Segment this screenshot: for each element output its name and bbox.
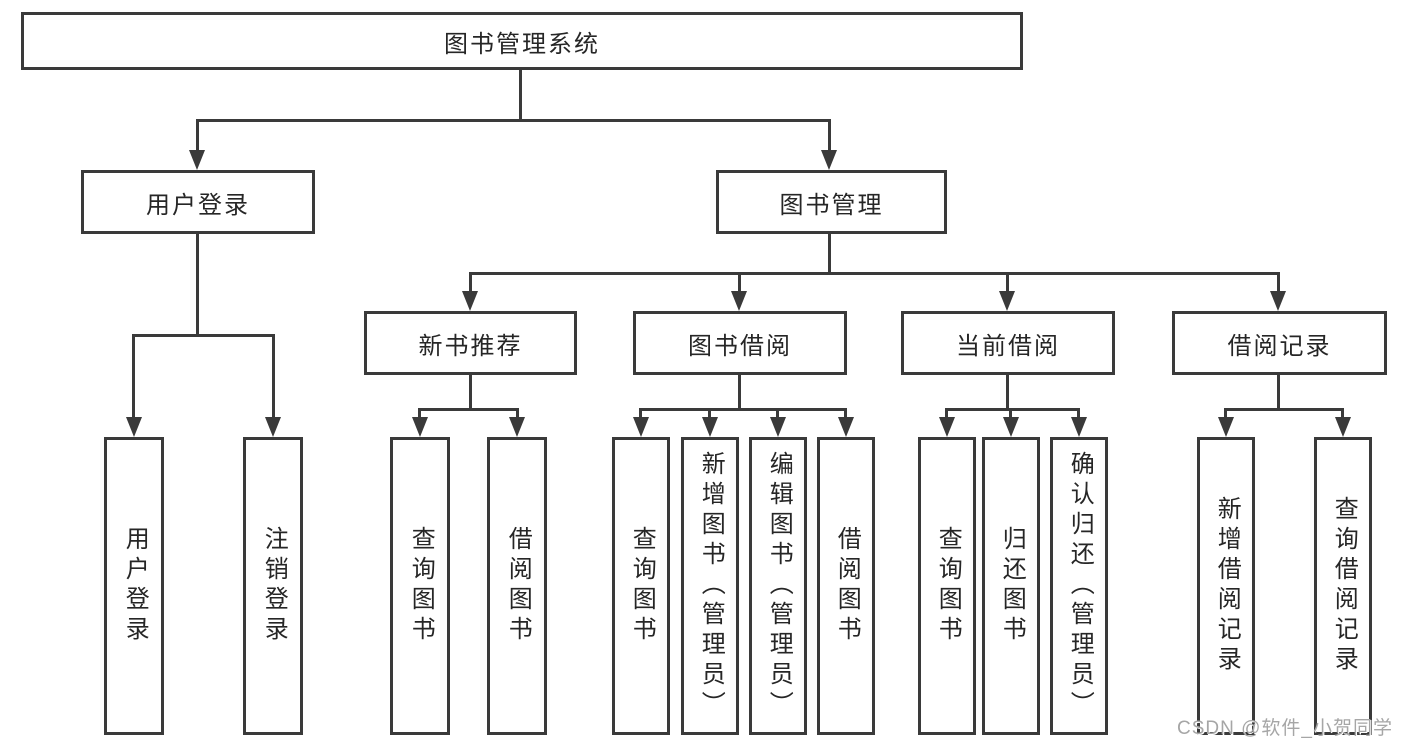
connector-line <box>1224 408 1344 411</box>
arrow-down-icon <box>126 417 142 437</box>
connector-line <box>1224 408 1227 424</box>
leaf-add-book-admin-label: 新增图书（管理员） <box>697 451 725 721</box>
connector-line <box>828 234 831 275</box>
connector-line <box>1009 408 1012 424</box>
node-borrow-records-label: 借阅记录 <box>1227 332 1332 360</box>
node-new-book-recommend-label: 新书推荐 <box>418 332 523 360</box>
connector-line <box>196 234 199 337</box>
connector-line <box>516 408 519 424</box>
node-user-login: 用户登录 <box>81 170 315 234</box>
connector-line <box>132 334 275 337</box>
connector-line <box>469 272 1279 275</box>
leaf-query-book-1: 查询图书 <box>390 437 450 735</box>
connector-line <box>639 408 642 424</box>
leaf-add-borrow-record: 新增借阅记录 <box>1197 437 1255 735</box>
node-borrow-records: 借阅记录 <box>1172 311 1387 375</box>
leaf-logout: 注销登录 <box>243 437 303 735</box>
node-root-label: 图书管理系统 <box>444 30 600 58</box>
leaf-query-book-3-label: 查询图书 <box>934 526 962 646</box>
connector-line <box>519 70 522 122</box>
leaf-query-book-2: 查询图书 <box>612 437 670 735</box>
connector-line <box>945 408 1080 411</box>
arrow-down-icon <box>412 417 428 437</box>
leaf-confirm-return-admin: 确认归还（管理员） <box>1050 437 1108 735</box>
connector-line <box>1277 375 1280 411</box>
leaf-edit-book-admin: 编辑图书（管理员） <box>749 437 807 735</box>
connector-line <box>469 375 472 411</box>
node-book-borrow-label: 图书借阅 <box>688 332 792 360</box>
connector-line <box>639 408 847 411</box>
leaf-add-book-admin: 新增图书（管理员） <box>681 437 739 735</box>
arrow-down-icon <box>731 291 747 311</box>
leaf-logout-label: 注销登录 <box>260 526 288 646</box>
csdn-watermark: CSDN @软件_小贺同学 <box>1177 718 1393 739</box>
connector-line <box>1277 272 1280 296</box>
connector-line <box>844 408 847 424</box>
arrow-down-icon <box>633 417 649 437</box>
node-book-borrow: 图书借阅 <box>633 311 847 375</box>
arrow-down-icon <box>462 291 478 311</box>
arrow-down-icon <box>1270 291 1286 311</box>
leaf-user-login-label: 用户登录 <box>121 526 149 646</box>
arrow-down-icon <box>821 150 837 170</box>
leaf-query-borrow-record: 查询借阅记录 <box>1314 437 1372 735</box>
node-new-book-recommend: 新书推荐 <box>364 311 577 375</box>
leaf-query-book-3: 查询图书 <box>918 437 976 735</box>
connector-line <box>776 408 779 424</box>
arrow-down-icon <box>509 417 525 437</box>
arrow-down-icon <box>999 291 1015 311</box>
connector-line <box>738 375 741 411</box>
arrow-down-icon <box>1218 417 1234 437</box>
leaf-borrow-book-1-label: 借阅图书 <box>504 526 532 646</box>
connector-line <box>418 408 421 424</box>
leaf-borrow-book-2-label: 借阅图书 <box>833 526 861 646</box>
leaf-query-borrow-record-label: 查询借阅记录 <box>1330 496 1358 676</box>
connector-line <box>469 272 472 296</box>
leaf-confirm-return-admin-label: 确认归还（管理员） <box>1066 451 1094 721</box>
connector-line <box>1006 375 1009 411</box>
connector-line <box>1341 408 1344 424</box>
connector-line <box>1006 272 1009 296</box>
connector-line <box>708 408 711 424</box>
arrow-down-icon <box>265 417 281 437</box>
connector-line <box>132 334 135 422</box>
arrow-down-icon <box>838 417 854 437</box>
leaf-query-book-1-label: 查询图书 <box>407 526 435 646</box>
arrow-down-icon <box>1071 417 1087 437</box>
arrow-down-icon <box>770 417 786 437</box>
leaf-user-login: 用户登录 <box>104 437 164 735</box>
connector-line <box>945 408 948 424</box>
leaf-edit-book-admin-label: 编辑图书（管理员） <box>765 451 793 721</box>
leaf-query-book-2-label: 查询图书 <box>628 526 656 646</box>
node-current-borrow: 当前借阅 <box>901 311 1115 375</box>
connector-line <box>828 119 831 159</box>
leaf-return-book: 归还图书 <box>982 437 1040 735</box>
connector-line <box>272 334 275 422</box>
node-book-management: 图书管理 <box>716 170 947 234</box>
leaf-return-book-label: 归还图书 <box>998 526 1026 646</box>
leaf-add-borrow-record-label: 新增借阅记录 <box>1213 496 1241 676</box>
leaf-borrow-book-2: 借阅图书 <box>817 437 875 735</box>
connector-line <box>1077 408 1080 424</box>
arrow-down-icon <box>1003 417 1019 437</box>
connector-line <box>418 408 519 411</box>
arrow-down-icon <box>189 150 205 170</box>
arrow-down-icon <box>939 417 955 437</box>
arrow-down-icon <box>702 417 718 437</box>
node-current-borrow-label: 当前借阅 <box>956 332 1060 360</box>
connector-line <box>196 119 831 122</box>
node-user-login-label: 用户登录 <box>146 191 250 219</box>
connector-line <box>738 272 741 296</box>
node-root: 图书管理系统 <box>21 12 1023 70</box>
leaf-borrow-book-1: 借阅图书 <box>487 437 547 735</box>
arrow-down-icon <box>1335 417 1351 437</box>
node-book-management-label: 图书管理 <box>779 191 884 219</box>
connector-line <box>196 119 199 159</box>
